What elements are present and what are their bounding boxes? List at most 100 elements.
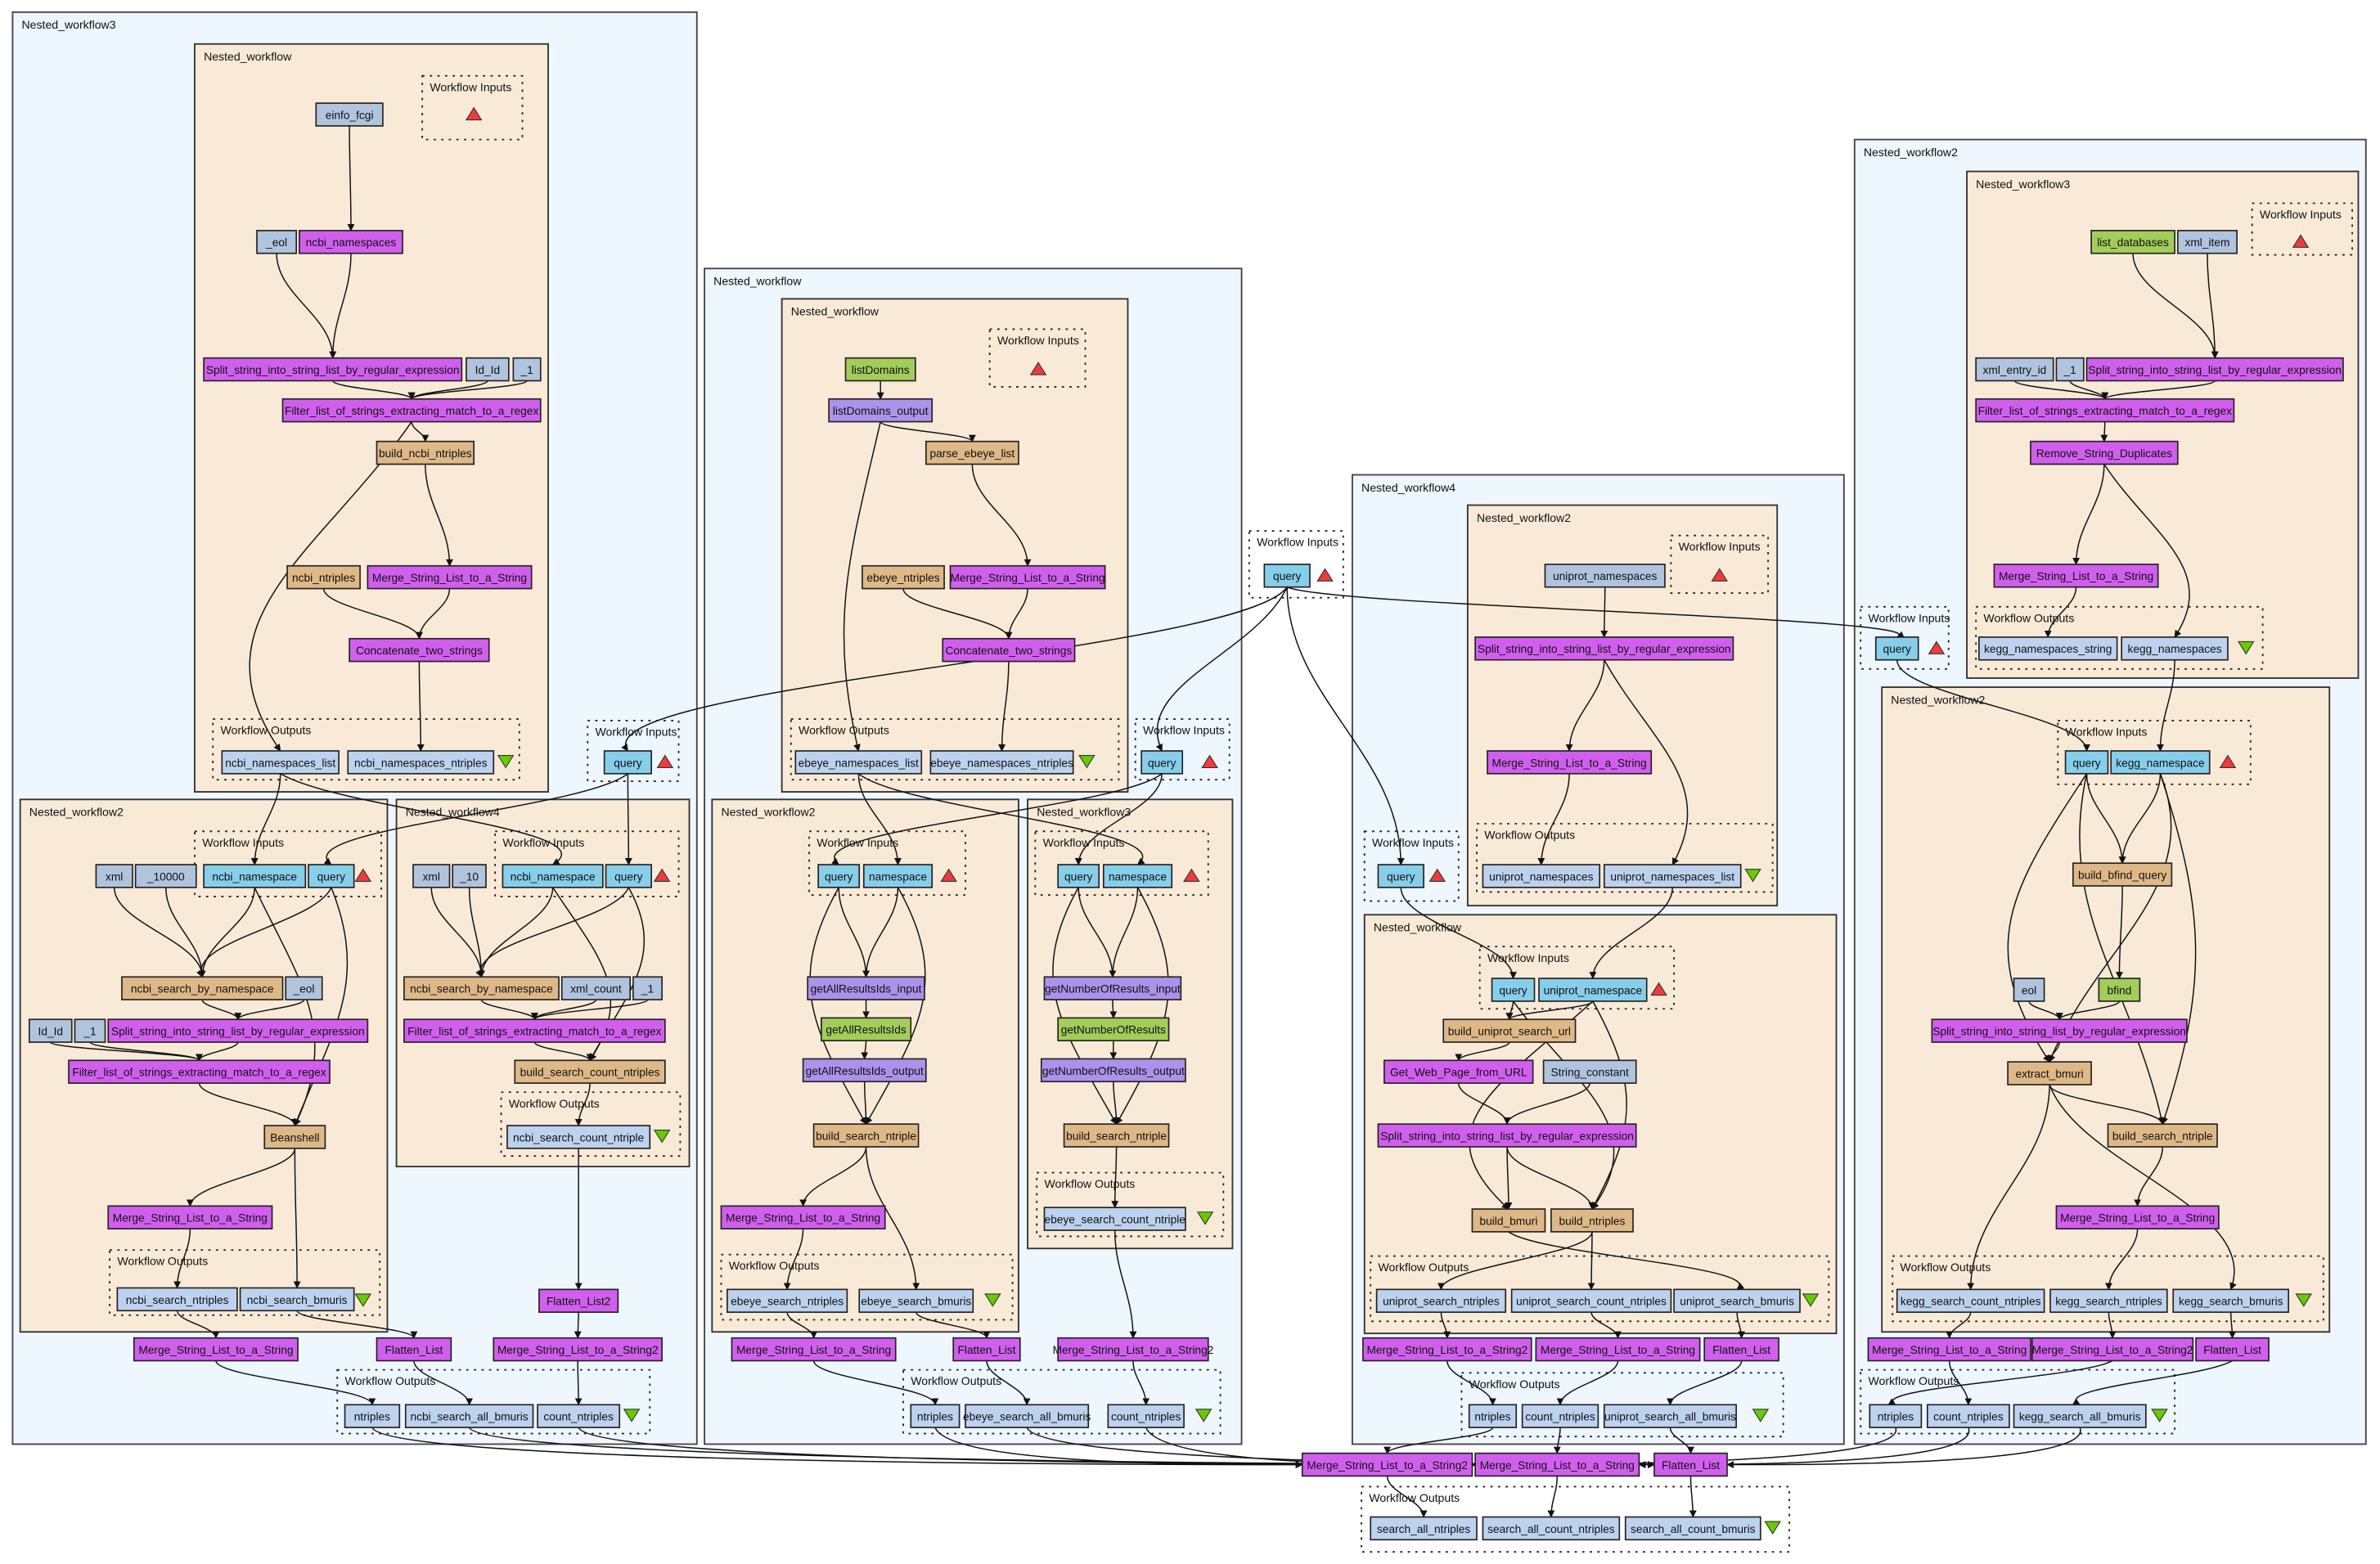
node-ncbi-namespace[interactable]: ncbi_namespace <box>502 864 604 888</box>
node-filter-list-of-strings-extracting-match-to-a-regex[interactable]: Filter_list_of_strings_extracting_match_… <box>1975 398 2235 423</box>
node-getnumberofresults-input[interactable]: getNumberOfResults_input <box>1043 976 1182 1000</box>
node-1[interactable]: _1 <box>632 976 663 1000</box>
node-listdomains[interactable]: listDomains <box>844 357 916 382</box>
node-uniprot-search-all-bmuris[interactable]: uniprot_search_all_bmuris <box>1603 1404 1737 1428</box>
node-ntriples[interactable]: ntriples <box>344 1404 401 1428</box>
node-10000[interactable]: _10000 <box>134 864 197 888</box>
node-build-search-count-ntriples[interactable]: build_search_count_ntriples <box>514 1059 666 1084</box>
node-merge-string-list-to-a-string2[interactable]: Merge_String_List_to_a_String2 <box>493 1337 663 1362</box>
node-merge-string-list-to-a-string[interactable]: Merge_String_List_to_a_String <box>720 1205 886 1229</box>
node-ncbi-ntriples[interactable]: ncbi_ntriples <box>286 564 361 590</box>
node-query[interactable]: query <box>1141 750 1184 775</box>
node-get-web-page-from-url[interactable]: Get_Web_Page_from_URL <box>1383 1059 1534 1084</box>
node-eol[interactable]: eol <box>2013 978 2045 1002</box>
node-ebeye-search-ntriples[interactable]: ebeye_search_ntriples <box>727 1288 848 1313</box>
node-getallresultsids-input[interactable]: getAllResultsIds_input <box>807 976 925 1000</box>
node-search-all-count-bmuris[interactable]: search_all_count_bmuris <box>1624 1516 1761 1541</box>
node-ntriples[interactable]: ntriples <box>1869 1404 1923 1428</box>
node-xml-entry-id[interactable]: xml_entry_id <box>1975 357 2054 382</box>
node-concatenate-two-strings[interactable]: Concatenate_two_strings <box>349 637 490 663</box>
node-build-search-ntriple[interactable]: build_search_ntriple <box>1063 1123 1170 1148</box>
node-merge-string-list-to-a-string2[interactable]: Merge_String_List_to_a_String2 <box>1053 1337 1214 1362</box>
node-ncbi-search-by-namespace[interactable]: ncbi_search_by_namespace <box>121 976 284 1000</box>
node-merge-string-list-to-a-string[interactable]: Merge_String_List_to_a_String <box>133 1337 299 1362</box>
node-split-string-into-string-list-by-regular-expression[interactable]: Split_string_into_string_list_by_regular… <box>203 357 463 382</box>
node-ncbi-search-count-ntriple[interactable]: ncbi_search_count_ntriple <box>506 1125 651 1149</box>
node-merge-string-list-to-a-string[interactable]: Merge_String_List_to_a_String <box>2055 1205 2220 1229</box>
node-10[interactable]: _10 <box>452 864 487 888</box>
node-query[interactable]: query <box>603 750 652 775</box>
node-ncbi-search-bmuris[interactable]: ncbi_search_bmuris <box>239 1287 355 1312</box>
node-ncbi-namespaces-list[interactable]: ncbi_namespaces_list <box>221 750 340 775</box>
node-getnumberofresults[interactable]: getNumberOfResults <box>1057 1017 1170 1042</box>
node-namespace[interactable]: namespace <box>1102 864 1173 888</box>
node-merge-string-list-to-a-string[interactable]: Merge_String_List_to_a_String <box>1535 1337 1701 1362</box>
node-parse-ebeye-list[interactable]: parse_ebeye_list <box>925 440 1019 465</box>
node-flatten-list[interactable]: Flatten_List <box>952 1337 1021 1362</box>
node-merge-string-list-to-a-string[interactable]: Merge_String_List_to_a_String <box>107 1205 273 1229</box>
node-build-uniprot-search-url[interactable]: build_uniprot_search_url <box>1442 1018 1577 1043</box>
node-getallresultsids[interactable]: getAllResultsIds <box>821 1017 912 1042</box>
node-uniprot-namespaces-list[interactable]: uniprot_namespaces_list <box>1603 864 1742 888</box>
node-filter-list-of-strings-extracting-match-to-a-regex[interactable]: Filter_list_of_strings_extracting_match_… <box>403 1018 666 1043</box>
node-1[interactable]: _1 <box>512 357 542 382</box>
node-kegg-search-ntriples[interactable]: kegg_search_ntriples <box>2049 1288 2168 1313</box>
node-build-bmuri[interactable]: build_bmuri <box>1471 1208 1546 1233</box>
node-search-all-ntriples[interactable]: search_all_ntriples <box>1370 1516 1478 1541</box>
node-merge-string-list-to-a-string2[interactable]: Merge_String_List_to_a_String2 <box>1362 1337 1532 1362</box>
node-merge-string-list-to-a-string[interactable]: Merge_String_List_to_a_String <box>1487 750 1653 775</box>
node-kegg-namespaces[interactable]: kegg_namespaces <box>2121 636 2229 661</box>
node-query[interactable]: query <box>1377 864 1424 888</box>
node-filter-list-of-strings-extracting-match-to-a-regex[interactable]: Filter_list_of_strings_extracting_match_… <box>281 398 542 423</box>
node-xml-count[interactable]: xml_count <box>560 976 632 1000</box>
node-eol[interactable]: _eol <box>285 976 323 1000</box>
node-kegg-search-count-ntriples[interactable]: kegg_search_count_ntriples <box>1896 1288 2045 1313</box>
node-filter-list-of-strings-extracting-match-to-a-regex[interactable]: Filter_list_of_strings_extracting_match_… <box>68 1059 331 1084</box>
node-ebeye-search-all-bmuris[interactable]: ebeye_search_all_bmuris <box>963 1404 1091 1428</box>
node-query[interactable]: query <box>1057 864 1100 888</box>
node-kegg-search-all-bmuris[interactable]: kegg_search_all_bmuris <box>2013 1404 2147 1428</box>
node-namespace[interactable]: namespace <box>862 864 934 888</box>
node-uniprot-search-count-ntriples[interactable]: uniprot_search_count_ntriples <box>1510 1288 1672 1313</box>
node-query[interactable]: query <box>2064 750 2109 775</box>
node-kegg-namespace[interactable]: kegg_namespace <box>2110 750 2211 775</box>
node-ncbi-namespaces[interactable]: ncbi_namespaces <box>299 230 403 254</box>
node-getallresultsids-output[interactable]: getAllResultsIds_output <box>802 1058 927 1083</box>
node-remove-string-duplicates[interactable]: Remove_String_Duplicates <box>2030 440 2179 465</box>
node-1[interactable]: _1 <box>74 1018 106 1043</box>
node-id-id[interactable]: Id_Id <box>28 1018 73 1043</box>
node-flatten-list[interactable]: Flatten_List <box>1653 1452 1728 1477</box>
node-xml[interactable]: xml <box>95 864 133 888</box>
node-build-ntriples[interactable]: build_ntriples <box>1550 1208 1634 1233</box>
node-ncbi-namespace[interactable]: ncbi_namespace <box>203 864 307 888</box>
node-count-ntriples[interactable]: count_ntriples <box>1926 1404 2010 1428</box>
node-kegg-search-bmuris[interactable]: kegg_search_bmuris <box>2172 1288 2289 1313</box>
node-flatten-list[interactable]: Flatten_List <box>1703 1337 1779 1362</box>
node-build-search-ntriple[interactable]: build_search_ntriple <box>2107 1123 2218 1148</box>
node-split-string-into-string-list-by-regular-expression[interactable]: Split_string_into_string_list_by_regular… <box>2085 357 2344 382</box>
node-ncbi-search-ntriples[interactable]: ncbi_search_ntriples <box>116 1287 238 1312</box>
node-merge-string-list-to-a-string[interactable]: Merge_String_List_to_a_String <box>731 1337 897 1362</box>
node-ebeye-namespaces-list[interactable]: ebeye_namespaces_list <box>794 750 923 775</box>
node-ntriples[interactable]: ntriples <box>1468 1404 1518 1428</box>
node-uniprot-search-ntriples[interactable]: uniprot_search_ntriples <box>1375 1288 1507 1313</box>
node-merge-string-list-to-a-string2[interactable]: Merge_String_List_to_a_String2 <box>1301 1452 1473 1477</box>
node-uniprot-search-bmuris[interactable]: uniprot_search_bmuris <box>1673 1288 1801 1313</box>
node-query[interactable]: query <box>605 864 652 888</box>
node-split-string-into-string-list-by-regular-expression[interactable]: Split_string_into_string_list_by_regular… <box>1474 636 1734 661</box>
node-uniprot-namespaces[interactable]: uniprot_namespaces <box>1544 564 1666 588</box>
node-merge-string-list-to-a-string[interactable]: Merge_String_List_to_a_String <box>1474 1452 1640 1477</box>
node-build-ncbi-ntriples[interactable]: build_ncbi_ntriples <box>376 440 475 465</box>
node-flatten-list[interactable]: Flatten_List <box>376 1337 452 1362</box>
node-uniprot-namespace[interactable]: uniprot_namespace <box>1538 978 1648 1002</box>
node-xml-item[interactable]: xml_item <box>2176 230 2238 254</box>
node-merge-string-list-to-a-string[interactable]: Merge_String_List_to_a_String <box>367 564 533 590</box>
node-ebeye-ntriples[interactable]: ebeye_ntriples <box>862 564 945 590</box>
node-extract-bmuri[interactable]: extract_bmuri <box>2007 1061 2092 1085</box>
node-build-bfind-query[interactable]: build_bfind_query <box>2072 862 2173 887</box>
node-beanshell[interactable]: Beanshell <box>263 1125 326 1149</box>
node-ebeye-search-count-ntriple[interactable]: ebeye_search_count_ntriple <box>1043 1207 1186 1231</box>
node-query[interactable]: query <box>1491 978 1536 1002</box>
node-getnumberofresults-output[interactable]: getNumberOfResults_output <box>1040 1058 1186 1083</box>
node-ncbi-search-all-bmuris[interactable]: ncbi_search_all_bmuris <box>404 1404 534 1428</box>
